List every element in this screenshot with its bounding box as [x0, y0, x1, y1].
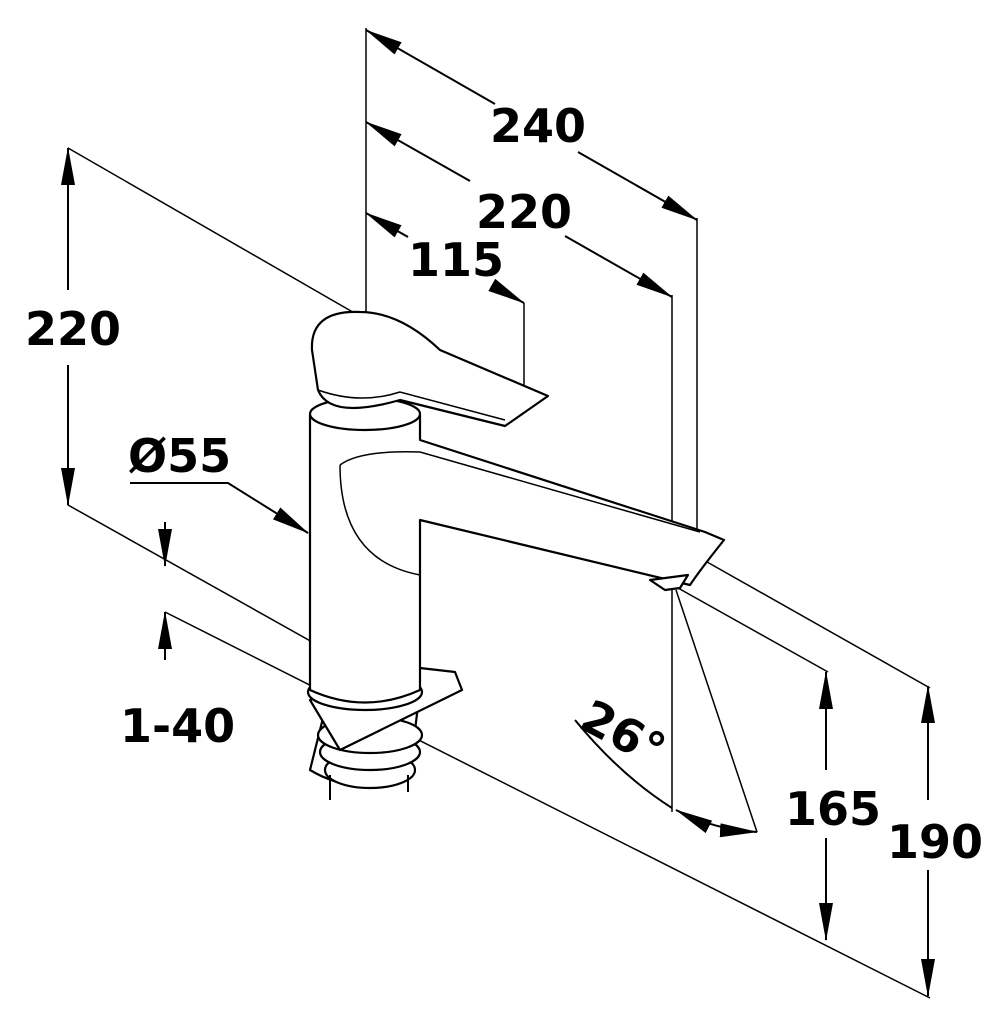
dim-220-spout: 220 [476, 185, 572, 239]
dimension-lines [61, 29, 935, 997]
dim-240: 240 [490, 99, 586, 153]
dim-165: 165 [785, 782, 881, 836]
dim-1-40: 1-40 [120, 699, 235, 753]
dim-26-degrees: 26° [572, 689, 674, 778]
dim-220-height: 220 [25, 302, 121, 356]
dim-115: 115 [408, 233, 504, 287]
dim-190: 190 [887, 815, 983, 869]
extension-lines [67, 28, 931, 999]
dim-diameter-55: Ø55 [128, 429, 231, 483]
faucet-illustration [306, 310, 726, 800]
